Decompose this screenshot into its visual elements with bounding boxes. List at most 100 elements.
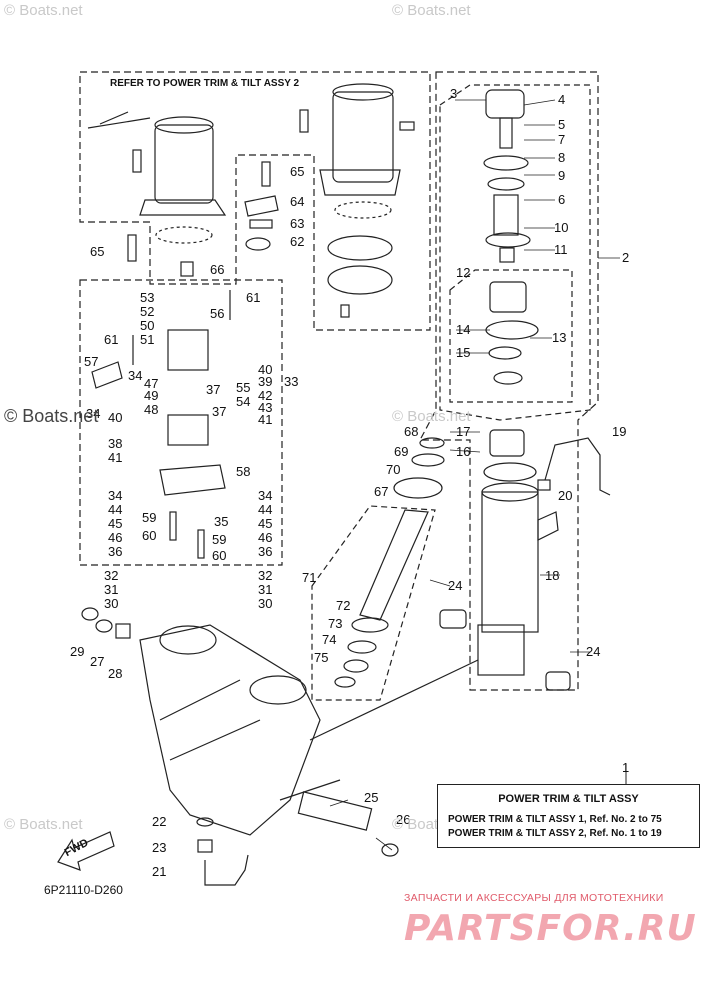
callout-4: 4 <box>558 92 565 107</box>
callout-32b: 32 <box>258 568 272 583</box>
callout-36a: 36 <box>108 544 122 559</box>
callout-67: 67 <box>374 484 388 499</box>
callout-35: 35 <box>214 514 228 529</box>
callout-42: 42 <box>258 388 272 403</box>
callout-19: 19 <box>612 424 626 439</box>
callout-41a: 41 <box>258 412 272 427</box>
union-20 <box>537 479 551 491</box>
filter-plate-2 <box>327 265 393 295</box>
callout-27: 27 <box>90 654 104 669</box>
callout-68: 68 <box>404 424 418 439</box>
callout-57: 57 <box>84 354 98 369</box>
washer-27 <box>95 619 113 633</box>
pin-24a <box>439 609 467 629</box>
oring-22 <box>196 817 214 827</box>
callout-29: 29 <box>70 644 84 659</box>
callout-55: 55 <box>236 380 250 395</box>
callout-39: 39 <box>258 374 272 389</box>
washer-62 <box>245 237 271 251</box>
pipe-19 <box>544 437 611 496</box>
callout-47: 47 <box>144 376 158 391</box>
callout-5: 5 <box>558 117 565 132</box>
group-outline-assy1-right <box>419 71 599 691</box>
callout-60b: 60 <box>212 548 226 563</box>
group-outline-33 <box>79 279 283 566</box>
callout-34d: 34 <box>258 488 272 503</box>
callout-22: 22 <box>152 814 166 829</box>
callout-31a: 31 <box>104 582 118 597</box>
callout-65b: 65 <box>90 244 104 259</box>
callout-10: 10 <box>554 220 568 235</box>
callout-45b: 45 <box>258 516 272 531</box>
callout-52: 52 <box>140 304 154 319</box>
callout-24a: 24 <box>448 578 462 593</box>
callout-33: 33 <box>284 374 298 389</box>
callout-26: 26 <box>396 812 410 827</box>
callout-2: 2 <box>622 250 629 265</box>
watermark-mid-left: © Boats.net <box>4 406 99 426</box>
callout-18: 18 <box>545 568 559 583</box>
callout-71: 71 <box>302 570 316 585</box>
diagram-code: 6P21110-D260 <box>44 883 123 897</box>
group-outline-assy2 <box>79 71 431 331</box>
filter-plate-1 <box>327 235 393 261</box>
filter-63 <box>249 219 273 229</box>
fwd-arrow-icon <box>57 831 115 871</box>
callout-41b: 41 <box>108 450 122 465</box>
callout-34a: 34 <box>128 368 142 383</box>
tilt-cylinder <box>477 89 559 676</box>
part-66 <box>180 261 194 277</box>
electric-motor-right <box>299 83 415 219</box>
bracket <box>139 624 479 857</box>
callout-36b: 36 <box>258 544 272 559</box>
title-box: POWER TRIM & TILT ASSY POWER TRIM & TILT… <box>437 784 700 848</box>
screw-65 <box>261 161 271 187</box>
callout-44a: 44 <box>108 502 122 517</box>
callout-24b: 24 <box>586 644 600 659</box>
screw-65b <box>127 234 137 262</box>
plate-64 <box>244 195 279 217</box>
electric-motor-left <box>87 111 227 244</box>
pipe-21 <box>204 854 249 886</box>
callout-69: 69 <box>394 444 408 459</box>
callout-72: 72 <box>336 598 350 613</box>
callout-44b: 44 <box>258 502 272 517</box>
callout-40b: 40 <box>108 410 122 425</box>
callout-62: 62 <box>290 234 304 249</box>
callout-70: 70 <box>386 462 400 477</box>
callout-45a: 45 <box>108 516 122 531</box>
piston-rod <box>334 437 445 688</box>
bolt-small <box>340 304 350 318</box>
callout-21: 21 <box>152 864 166 879</box>
group-outline-12 <box>449 269 573 403</box>
callout-30a: 30 <box>104 596 118 611</box>
callout-15: 15 <box>456 345 470 360</box>
brand-tagline: ЗАПЧАСТИ И АКСЕССУАРЫ ДЛЯ МОТОТЕХНИКИ <box>404 892 664 904</box>
callout-59a: 59 <box>142 510 156 525</box>
callout-20: 20 <box>558 488 572 503</box>
callout-31b: 31 <box>258 582 272 597</box>
callout-8: 8 <box>558 150 565 165</box>
brand-logo: PARTSFOR.RU <box>404 908 697 949</box>
title-ref-number: 1 <box>622 760 630 775</box>
title-box-row-2: POWER TRIM & TILT ASSY 2, Ref. No. 1 to … <box>448 828 662 839</box>
callout-46b: 46 <box>258 530 272 545</box>
callout-51: 51 <box>140 332 154 347</box>
callout-6: 6 <box>558 192 565 207</box>
callout-32a: 32 <box>104 568 118 583</box>
callout-64: 64 <box>290 194 304 209</box>
callout-56: 56 <box>210 306 224 321</box>
fitting-23 <box>197 839 213 853</box>
callout-75: 75 <box>314 650 328 665</box>
callout-61b: 61 <box>104 332 118 347</box>
callout-65a: 65 <box>290 164 304 179</box>
callout-9: 9 <box>558 168 565 183</box>
callout-34c: 34 <box>108 488 122 503</box>
callout-38: 38 <box>108 436 122 451</box>
callout-13: 13 <box>552 330 566 345</box>
group-outline-71 <box>311 505 436 701</box>
pin-24b <box>545 671 571 691</box>
refer-label: REFER TO POWER TRIM & TILT ASSY 2 <box>110 78 300 89</box>
callout-73: 73 <box>328 616 342 631</box>
